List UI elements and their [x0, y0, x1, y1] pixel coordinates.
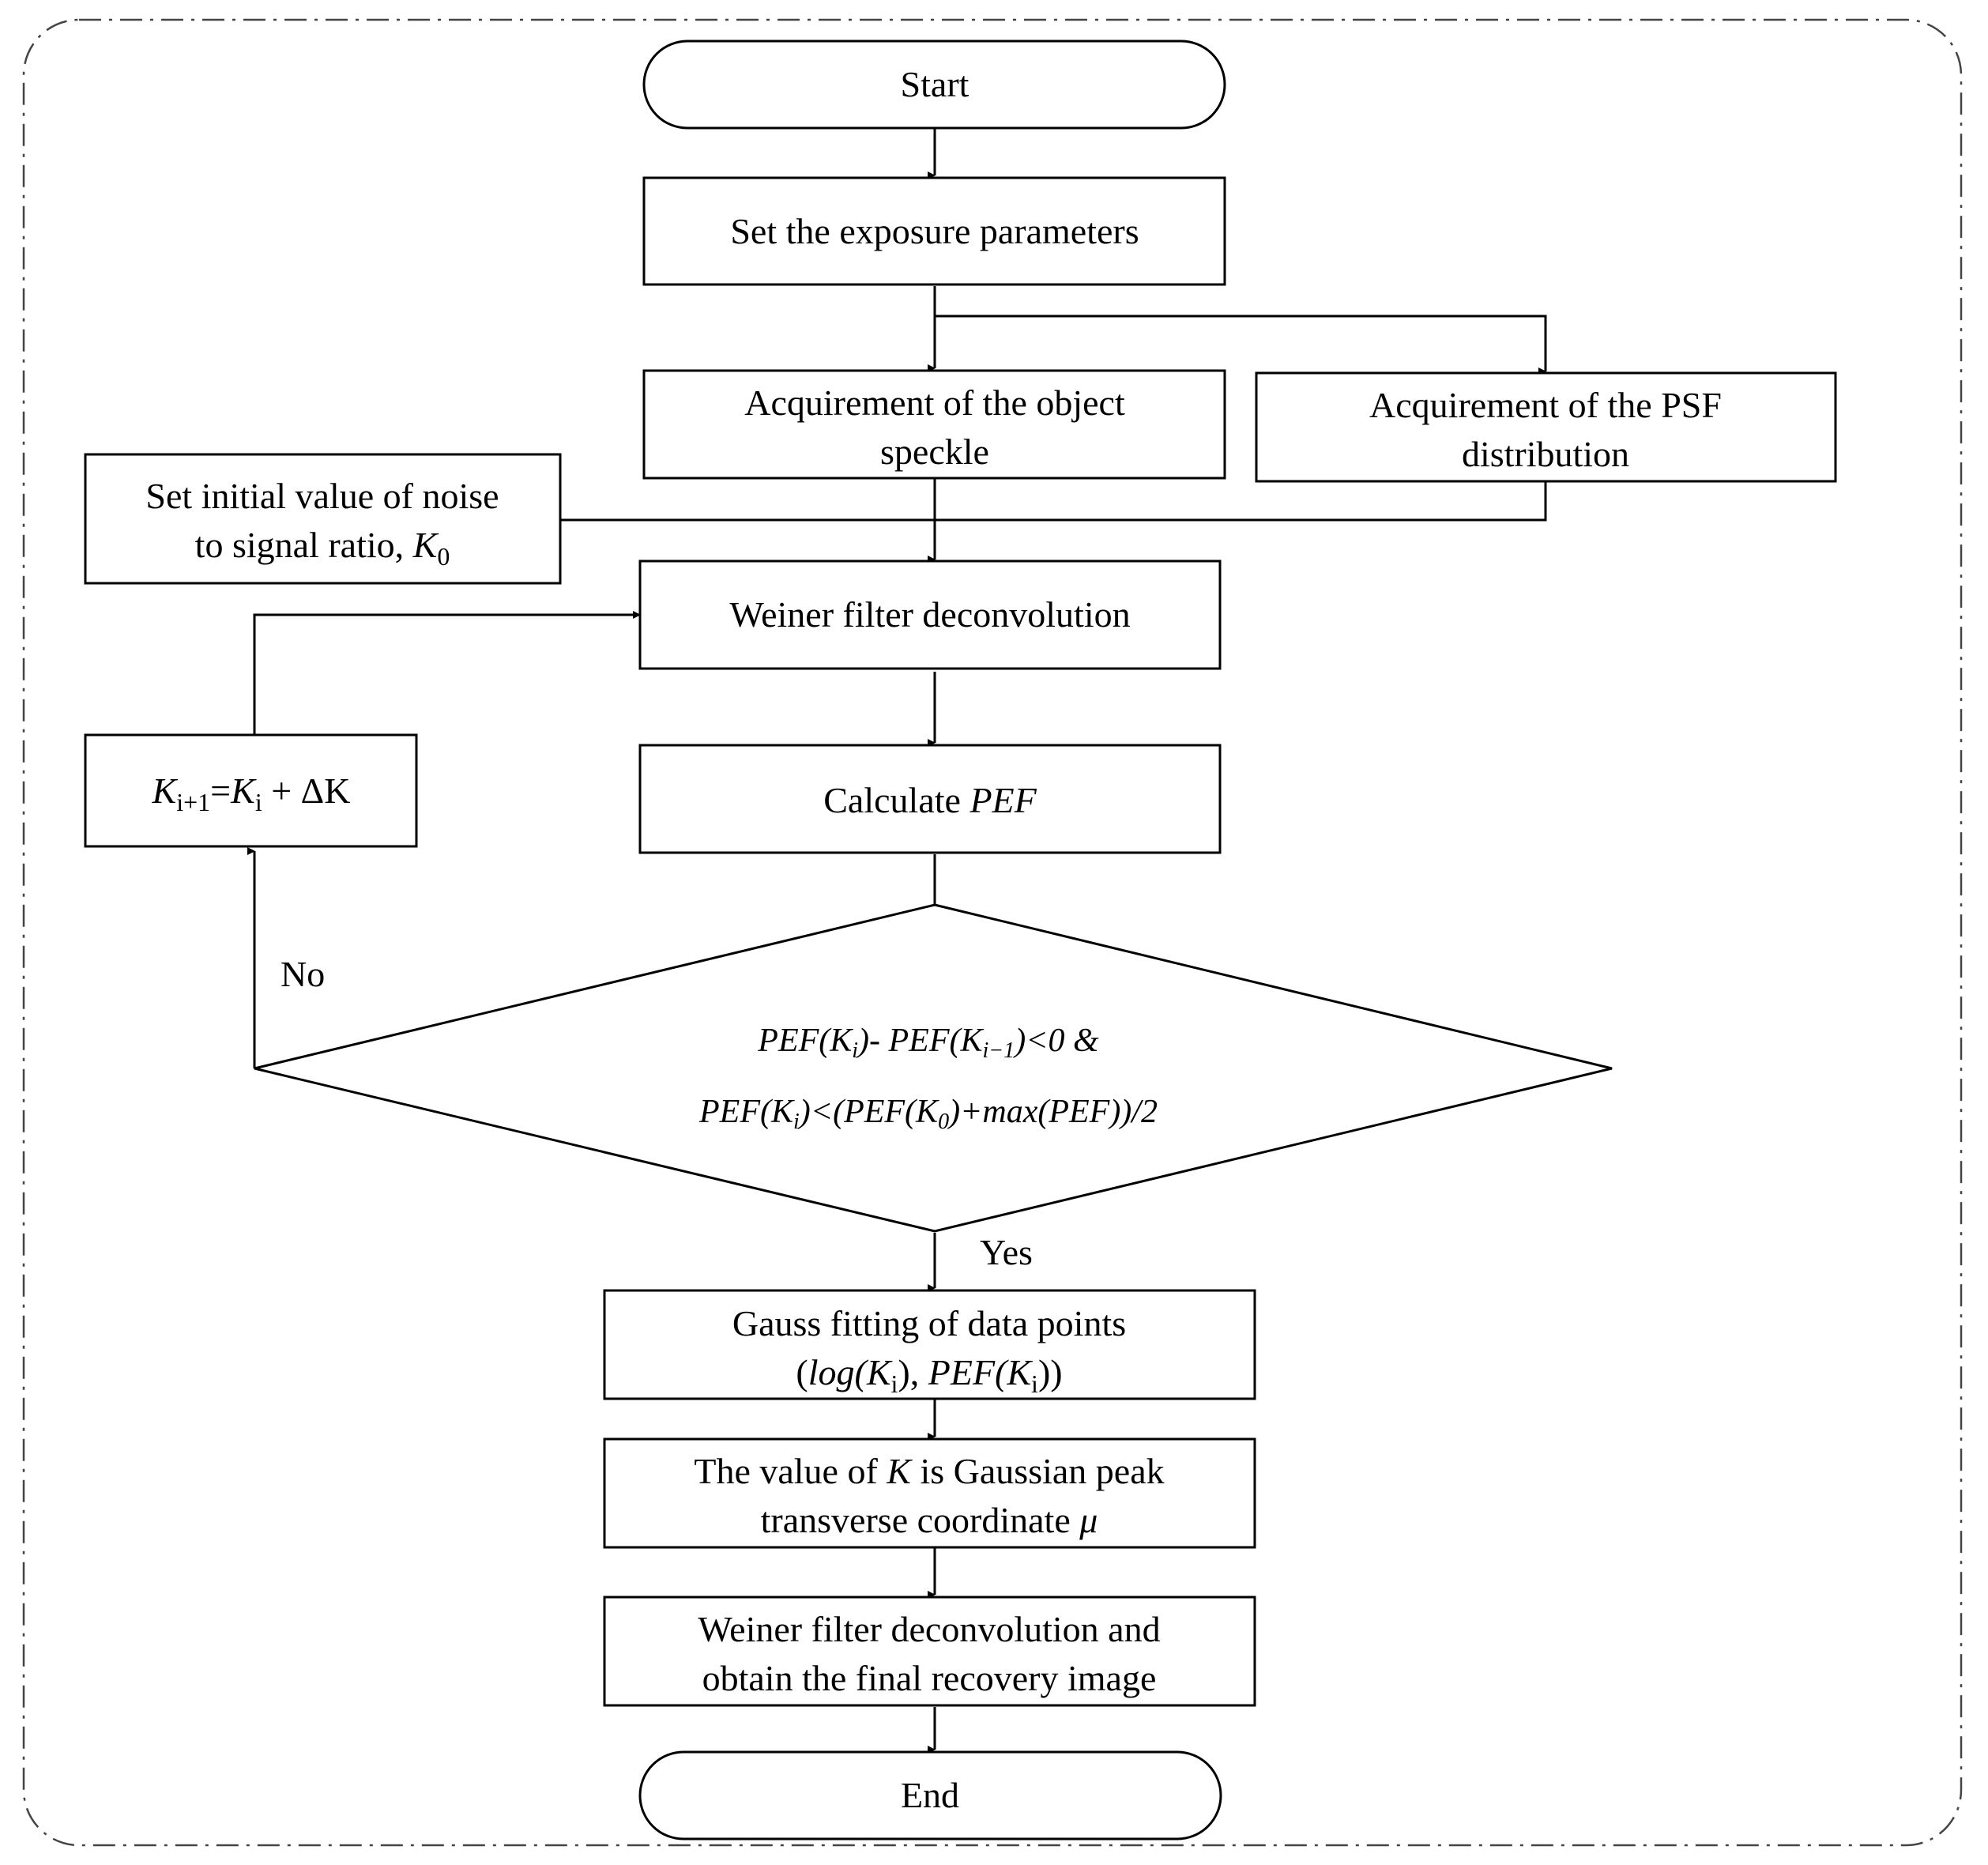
connectors [247, 129, 1547, 1754]
final-recovery-node: Weiner filter deconvolution and obtain t… [603, 1596, 1256, 1707]
start-label: Start [901, 64, 970, 104]
gauss-fitting-line2: (log(Ki), PEF(Ki)) [796, 1352, 1062, 1398]
object-speckle-line1: Acquirement of the object [744, 382, 1125, 423]
gaussian-peak-line1: The value of K is Gaussian peak [694, 1451, 1164, 1491]
update-k-label: Ki+1=Ki + ΔK [152, 770, 351, 816]
no-branch-label: No [281, 954, 325, 994]
gauss-fitting-node: Gauss fitting of data points (log(Ki), P… [603, 1289, 1256, 1400]
object-speckle-line2: speckle [880, 431, 989, 472]
calc-pef-label: Calculate PEF [823, 780, 1037, 820]
final-recovery-line1: Weiner filter deconvolution and [698, 1609, 1160, 1649]
set-exposure-label: Set the exposure parameters [730, 211, 1139, 251]
edge-exposure-to-psf [935, 315, 1547, 375]
psf-distribution-line2: distribution [1462, 434, 1629, 474]
yes-branch-label: Yes [980, 1232, 1033, 1272]
gaussian-peak-line2: transverse coordinate μ [761, 1500, 1098, 1540]
initial-ratio-line1: Set initial value of noise [145, 476, 499, 516]
weiner-filter-label: Weiner filter deconvolution [729, 594, 1130, 635]
condition-line2: PEF(Ki)<(PEF(K0)+max(PEF))/2 [698, 1094, 1158, 1134]
end-node: End [638, 1750, 1222, 1841]
gaussian-peak-node: The value of K is Gaussian peak transver… [603, 1437, 1256, 1549]
psf-distribution-node: Acquirement of the PSF distribution [1255, 371, 1837, 483]
set-exposure-node: Set the exposure parameters [642, 176, 1226, 286]
psf-distribution-line1: Acquirement of the PSF [1369, 385, 1722, 425]
calc-pef-node: Calculate PEF [638, 744, 1222, 854]
outer-frame [22, 18, 1963, 1847]
start-node: Start [642, 40, 1226, 130]
update-k-node: Ki+1=Ki + ΔK [84, 733, 418, 848]
decision-node: PEF(Ki)- PEF(Ki−1)<0 & PEF(Ki)<(PEF(K0)+… [254, 903, 1613, 1233]
condition-line1: PEF(Ki)- PEF(Ki−1)<0 & [757, 1023, 1099, 1063]
initial-ratio-node: Set initial value of noise to signal rat… [84, 453, 562, 585]
gauss-fitting-line1: Gauss fitting of data points [732, 1303, 1126, 1343]
final-recovery-line2: obtain the final recovery image [702, 1658, 1157, 1698]
initial-ratio-line2: to signal ratio, K0 [195, 525, 450, 571]
weiner-filter-node: Weiner filter deconvolution [638, 560, 1222, 670]
edge-psf-to-weiner [935, 482, 1547, 522]
edge-update-to-weiner [253, 611, 641, 735]
end-label: End [901, 1775, 959, 1815]
object-speckle-node: Acquirement of the object speckle [642, 369, 1226, 480]
